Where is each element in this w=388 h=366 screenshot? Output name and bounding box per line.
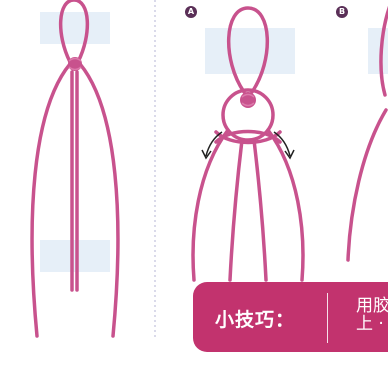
left-arrow-icon	[205, 131, 223, 157]
panel-a-cords	[191, 6, 305, 282]
tape-strip-bottom	[40, 240, 110, 272]
tip-banner	[193, 282, 388, 352]
step-a-badge: A	[185, 6, 197, 18]
left-panel-illustration	[30, 0, 120, 338]
panel-a-illustration	[191, 6, 305, 282]
tip-label: 小技巧：	[215, 309, 296, 331]
panel-b-cords	[346, 6, 388, 262]
tape-strip-a	[205, 28, 295, 74]
tape-strip-top	[40, 12, 110, 44]
tip-text-line-2: 上 ·	[356, 314, 384, 334]
step-b-badge: B	[336, 6, 348, 18]
left-knot	[68, 57, 82, 71]
left-arrowhead-icon	[201, 149, 212, 160]
panel-a-knot-texture	[241, 93, 255, 107]
tip-divider	[327, 293, 328, 343]
left-knot-texture	[68, 57, 82, 71]
tape-strip-b	[368, 28, 388, 74]
right-arrowhead-icon	[284, 149, 295, 160]
panel-b-illustration	[346, 6, 388, 262]
tip-text-line-1: 用胶	[356, 296, 388, 316]
left-cords	[30, 0, 120, 338]
right-arrow-icon	[273, 131, 291, 157]
